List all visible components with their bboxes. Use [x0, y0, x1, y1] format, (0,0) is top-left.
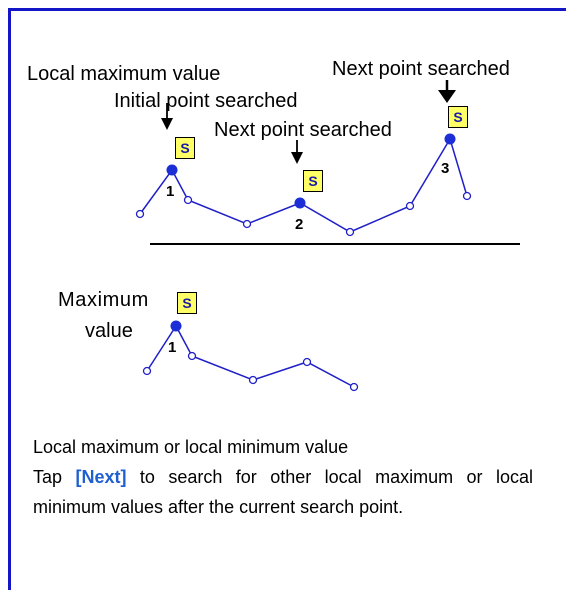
frame-top-border	[8, 8, 566, 11]
tap-rest: to search for other local maximum or loc…	[33, 467, 533, 517]
sample-point	[187, 351, 197, 361]
max-point	[170, 320, 182, 332]
value-label: value	[85, 320, 133, 342]
sample-point	[242, 219, 252, 229]
sample-point	[142, 366, 152, 376]
description: Local maximum or local minimum value Tap…	[33, 432, 533, 522]
max-point-number: 1	[168, 339, 177, 356]
point-number-3: 3	[441, 160, 450, 177]
description-title: Local maximum or local minimum value	[33, 437, 349, 457]
point-number-2: 2	[295, 216, 304, 233]
sample-point	[345, 227, 355, 237]
sample-point	[462, 191, 472, 201]
arrow-down-icon-initial	[161, 103, 173, 130]
bottom-sample-points	[142, 351, 359, 392]
sample-point	[349, 382, 359, 392]
sample-point	[183, 195, 193, 205]
arrow-down-icon-next-2	[438, 80, 456, 103]
frame-left-border	[8, 8, 11, 590]
maximum-label: Maximum	[58, 289, 149, 311]
search-marker-max: S	[177, 292, 197, 314]
search-point-2	[294, 197, 306, 209]
sample-point	[248, 375, 258, 385]
search-marker-1: S	[175, 137, 195, 159]
sample-point	[405, 201, 415, 211]
point-number-1: 1	[166, 183, 175, 200]
search-point-3	[444, 133, 456, 145]
initial-point-label: Initial point searched	[114, 90, 298, 112]
tap-prefix: Tap	[33, 467, 76, 487]
description-body: Tap [Next] to search for other local max…	[33, 462, 533, 522]
next-point-label-1: Next point searched	[214, 119, 392, 141]
local-maximum-label: Local maximum value	[27, 63, 221, 85]
search-point-1	[166, 164, 178, 176]
search-marker-2: S	[303, 170, 323, 192]
search-marker-3: S	[448, 106, 468, 128]
bottom-waveform	[146, 324, 355, 388]
sample-point	[302, 357, 312, 367]
next-button-link[interactable]: [Next]	[75, 467, 127, 487]
sample-point	[135, 209, 145, 219]
next-point-label-2: Next point searched	[332, 58, 510, 80]
top-sample-points	[135, 191, 472, 237]
arrow-down-icon-next-1	[291, 140, 303, 164]
